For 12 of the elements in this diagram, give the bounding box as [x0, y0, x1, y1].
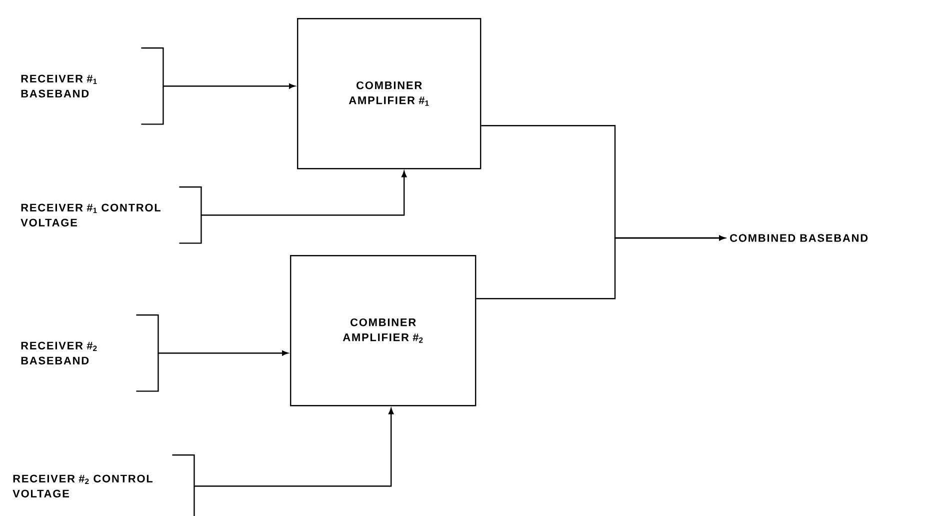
bracketed-label: RECEIVER #$_{1}$ CONTROL VOLTAGE — [20, 186, 202, 244]
output-label: COMBINED BASEBAND — [730, 234, 868, 242]
arrow — [163, 84, 296, 89]
arrow — [158, 350, 288, 356]
amplifier-box: COMBINER AMPLIFIER #$_{2}$ — [290, 255, 476, 406]
amplifier-box: COMBINER AMPLIFIER #$_{1}$ — [297, 18, 482, 170]
bracketed-label: RECEIVER #$_{2}$ BASEBAND — [21, 314, 159, 392]
arrow — [476, 235, 726, 300]
arrow — [194, 408, 394, 487]
bracketed-label: RECEIVER #$_{1}$ BASEBAND — [21, 47, 164, 125]
arrow — [201, 171, 407, 216]
bracketed-label: RECEIVER #$_{2}$ CONTROL VOLTAGE — [12, 454, 195, 516]
